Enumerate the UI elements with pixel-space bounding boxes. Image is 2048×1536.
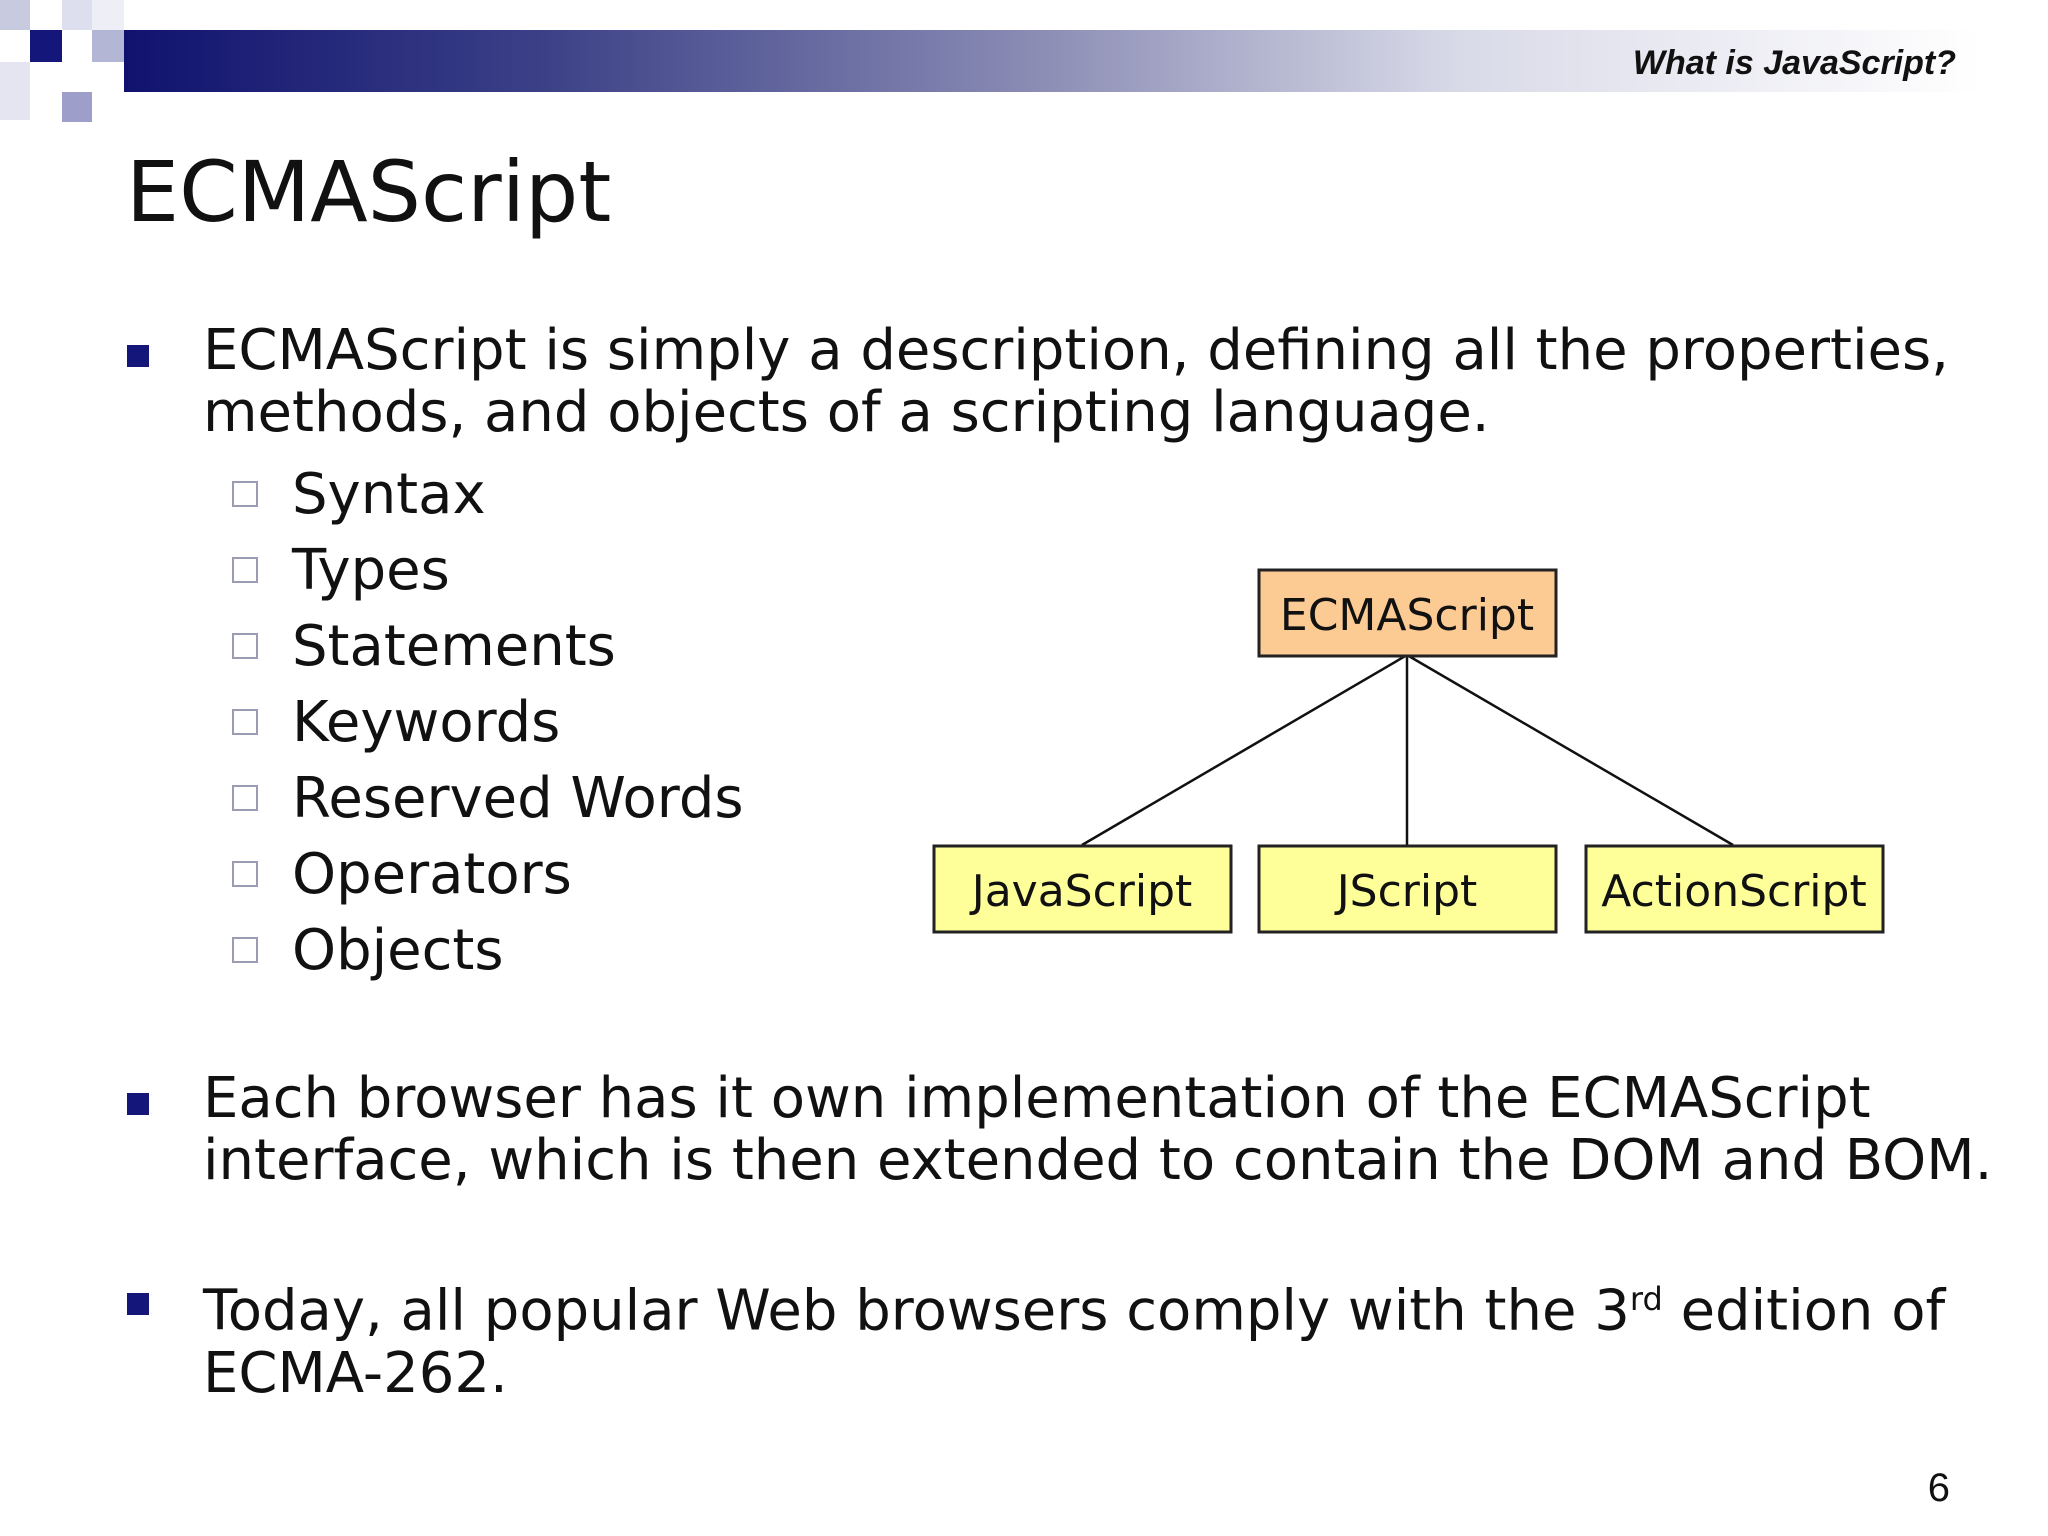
hollow-square-icon: [232, 785, 258, 811]
hollow-square-icon: [232, 861, 258, 887]
bullet-marker: [127, 345, 149, 367]
bullet-text: Today, all popular Web browsers comply w…: [203, 1278, 1946, 1406]
page-number: 6: [1927, 1466, 1950, 1510]
hollow-square-icon: [232, 937, 258, 963]
connector-line: [1406, 653, 1734, 847]
diagram-node-label: ECMAScript: [1280, 590, 1534, 641]
connector-line: [1081, 653, 1408, 847]
diagram-node-label: ActionScript: [1601, 866, 1866, 917]
corner-square: [92, 0, 124, 30]
diagram-node-jscript: [1257, 844, 1558, 934]
corner-square: [62, 0, 92, 30]
list-item: Keywords: [232, 684, 744, 760]
header-band: [124, 30, 1980, 92]
list-item: Types: [232, 532, 744, 608]
sub-list: Syntax Types Statements Keywords Reserve…: [232, 456, 744, 988]
corner-square: [0, 0, 30, 30]
list-item: Reserved Words: [232, 760, 744, 836]
list-item: Operators: [232, 836, 744, 912]
diagram-node-label: JScript: [1334, 866, 1478, 917]
bullet-marker: [127, 1293, 149, 1315]
hollow-square-icon: [232, 557, 258, 583]
diagram-node-label: JavaScript: [969, 866, 1193, 917]
corner-square: [30, 30, 62, 62]
diagram-node-actionscript: [1584, 844, 1885, 934]
corner-square: [0, 62, 30, 120]
hollow-square-icon: [232, 481, 258, 507]
hollow-square-icon: [232, 709, 258, 735]
list-item: Statements: [232, 608, 744, 684]
bullet-marker: [127, 1093, 149, 1115]
hollow-square-icon: [232, 633, 258, 659]
diagram-node-ecmascript: [1257, 568, 1558, 658]
slide-title: ECMAScript: [126, 143, 612, 241]
corner-square: [62, 92, 92, 122]
bullet-text: Each browser has it own implementation o…: [203, 1066, 1993, 1193]
list-item: Objects: [232, 912, 744, 988]
bullet-text: ECMAScript is simply a description, defi…: [203, 318, 1949, 445]
diagram-node-javascript: [932, 844, 1233, 934]
corner-square: [92, 30, 124, 62]
section-title: What is JavaScript?: [1632, 44, 1956, 82]
list-item: Syntax: [232, 456, 744, 532]
